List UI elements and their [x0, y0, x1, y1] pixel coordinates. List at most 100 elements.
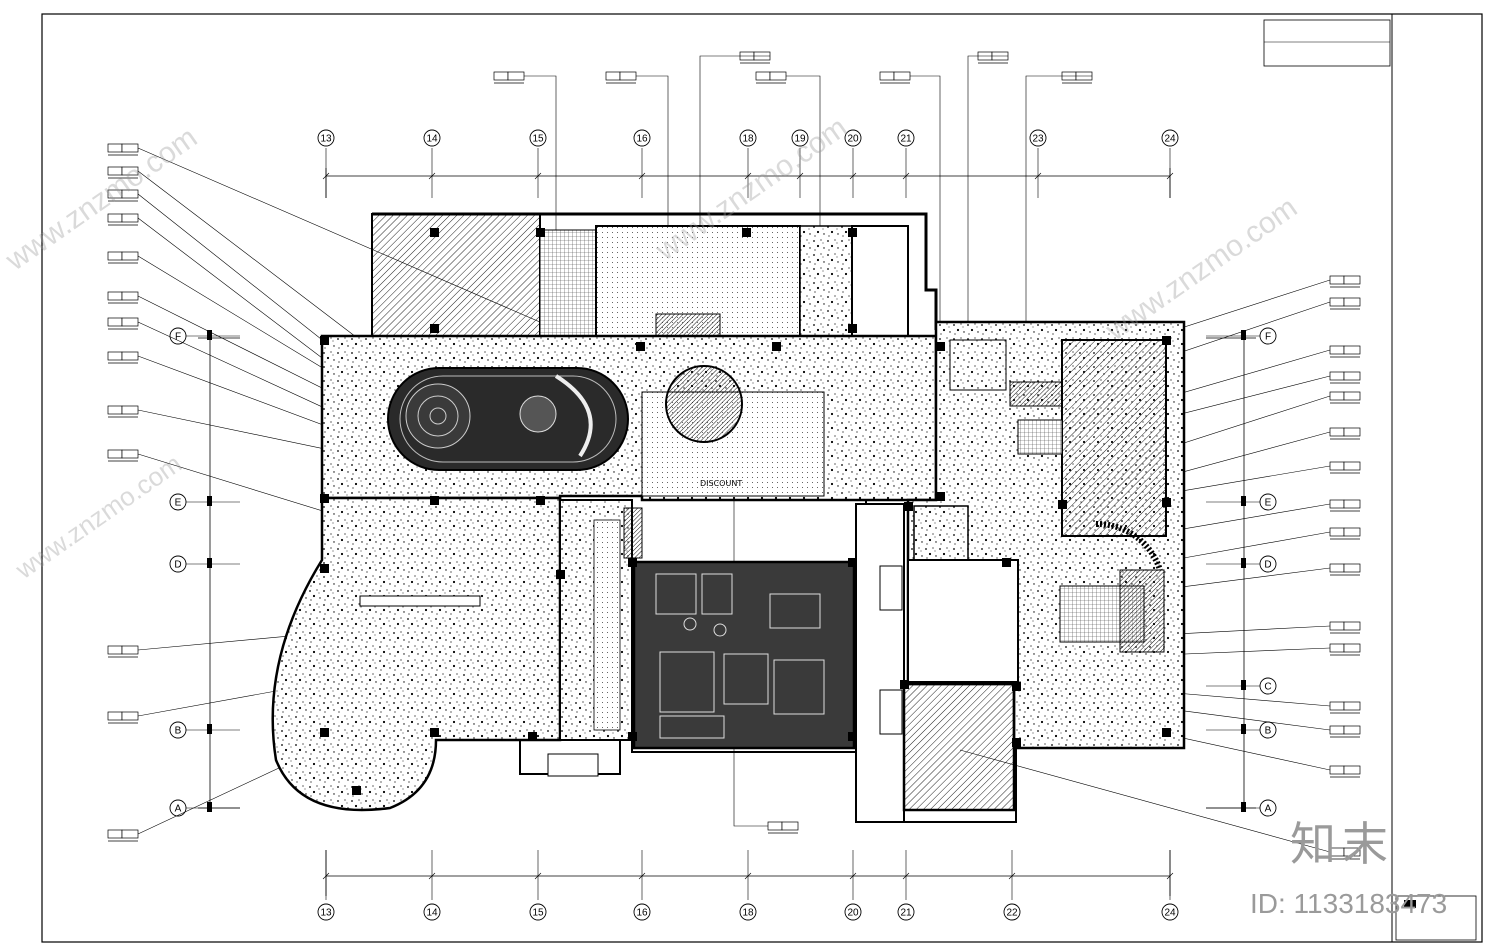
svg-text:B: B: [175, 726, 182, 737]
column-19: [1002, 558, 1011, 567]
svg-text:18: 18: [742, 908, 754, 919]
axis-bubble-left-F: F: [169, 327, 187, 345]
axis-bubble-right-C: C: [1259, 677, 1277, 695]
axis-bubble-left-A: A: [169, 799, 187, 817]
column-13: [536, 496, 545, 505]
axis-bubble-left-E: E: [169, 493, 187, 511]
building-plan: DISCOUNT: [271, 212, 1186, 823]
callout-tag-top-0: [493, 71, 525, 84]
column-31: [352, 786, 361, 795]
axis-bubble-top-15: 15: [529, 129, 547, 147]
axis-bubble-top-21: 21: [897, 129, 915, 147]
callout-tag-left-7: [107, 405, 139, 418]
svg-text:D: D: [174, 560, 181, 571]
column-7: [772, 342, 781, 351]
room-label: DISCOUNT: [700, 479, 742, 488]
axis-bubble-left-D: D: [169, 555, 187, 573]
callout-tag-right-8: [1329, 527, 1361, 540]
callout-tag-right-7: [1329, 499, 1361, 512]
column-20: [320, 564, 329, 573]
callout-tag-top-5: [977, 51, 1009, 64]
column-17: [1162, 498, 1171, 507]
axis-bubble-top-14: 14: [423, 129, 441, 147]
callout-tag-bottom-0: [767, 821, 799, 834]
round-table: [665, 365, 743, 443]
callout-tag-right-9: [1329, 563, 1361, 576]
svg-text:B: B: [1265, 726, 1272, 737]
svg-text:22: 22: [1006, 908, 1018, 919]
svg-text:A: A: [175, 804, 182, 815]
axis-bubble-top-20: 20: [844, 129, 862, 147]
column-16: [848, 558, 857, 567]
svg-text:23: 23: [1032, 134, 1044, 145]
svg-text:14: 14: [426, 134, 438, 145]
left-axis-bubbles: F E D B A: [169, 327, 240, 817]
right-hatched-room: [1061, 339, 1167, 537]
column-25: [848, 732, 857, 741]
callout-tag-top-2: [739, 51, 771, 64]
svg-text:19: 19: [794, 134, 806, 145]
column-26: [936, 492, 945, 501]
column-29: [1012, 738, 1021, 747]
left-dimension-line: [198, 337, 240, 809]
axis-bubble-bottom-15: 15: [529, 903, 547, 921]
axis-bubble-bottom-22: 22: [1003, 903, 1021, 921]
callout-tag-right-3: [1329, 371, 1361, 384]
sheet-border: [41, 13, 1483, 943]
curved-lounge: [271, 496, 562, 812]
axis-bubble-bottom-20: 20: [844, 903, 862, 921]
svg-text:F: F: [175, 332, 181, 343]
callout-tag-right-14: [1329, 765, 1361, 778]
callout-tag-top-3: [755, 71, 787, 84]
title-block-stamp: [1395, 895, 1477, 941]
svg-text:14: 14: [426, 908, 438, 919]
column-14: [556, 570, 565, 579]
svg-text:E: E: [175, 498, 182, 509]
column-6: [636, 342, 645, 351]
callout-tag-right-10: [1329, 621, 1361, 634]
callout-tag-right-12: [1329, 701, 1361, 714]
brand-logo: 知末: [1290, 817, 1394, 871]
callout-tag-top-6: [1061, 71, 1093, 84]
callout-tag-top-4: [879, 71, 911, 84]
axis-bubble-right-E: E: [1259, 493, 1277, 511]
axis-bubble-top-24: 24: [1161, 129, 1179, 147]
svg-text:16: 16: [636, 134, 648, 145]
column-5: [430, 324, 439, 333]
axis-bubble-right-F: F: [1259, 327, 1277, 345]
column-8: [848, 324, 857, 333]
svg-text:15: 15: [532, 908, 544, 919]
callout-tag-right-5: [1329, 427, 1361, 440]
svg-text:21: 21: [900, 908, 912, 919]
notes-box: [1263, 19, 1391, 67]
column-9: [1162, 336, 1171, 345]
svg-text:21: 21: [900, 134, 912, 145]
callout-tag-left-4: [107, 291, 139, 304]
column-12: [430, 496, 439, 505]
svg-text:C: C: [1264, 682, 1271, 693]
axis-bubble-top-13: 13: [317, 129, 335, 147]
callout-tag-right-6: [1329, 461, 1361, 474]
column-1: [430, 228, 439, 237]
room-top-left: [371, 213, 541, 339]
axis-bubble-bottom-21: 21: [897, 903, 915, 921]
callout-tag-left-3: [107, 251, 139, 264]
callout-tag-left-9: [107, 645, 139, 658]
svg-text:15: 15: [532, 134, 544, 145]
right-white-room: [907, 559, 1019, 683]
svg-text:D: D: [1264, 560, 1271, 571]
column-32: [1058, 500, 1067, 509]
svg-text:F: F: [1265, 332, 1271, 343]
column-28: [1162, 728, 1171, 737]
svg-text:24: 24: [1164, 134, 1176, 145]
callout-tag-right-2: [1329, 345, 1361, 358]
column-23: [528, 732, 537, 741]
furnished-room: [632, 560, 856, 750]
axis-bubble-right-A: A: [1259, 799, 1277, 817]
axis-bubble-bottom-14: 14: [423, 903, 441, 921]
axis-bubble-right-D: D: [1259, 555, 1277, 573]
callout-tag-left-8: [107, 449, 139, 462]
column-11: [320, 494, 329, 503]
svg-text:13: 13: [320, 134, 332, 145]
